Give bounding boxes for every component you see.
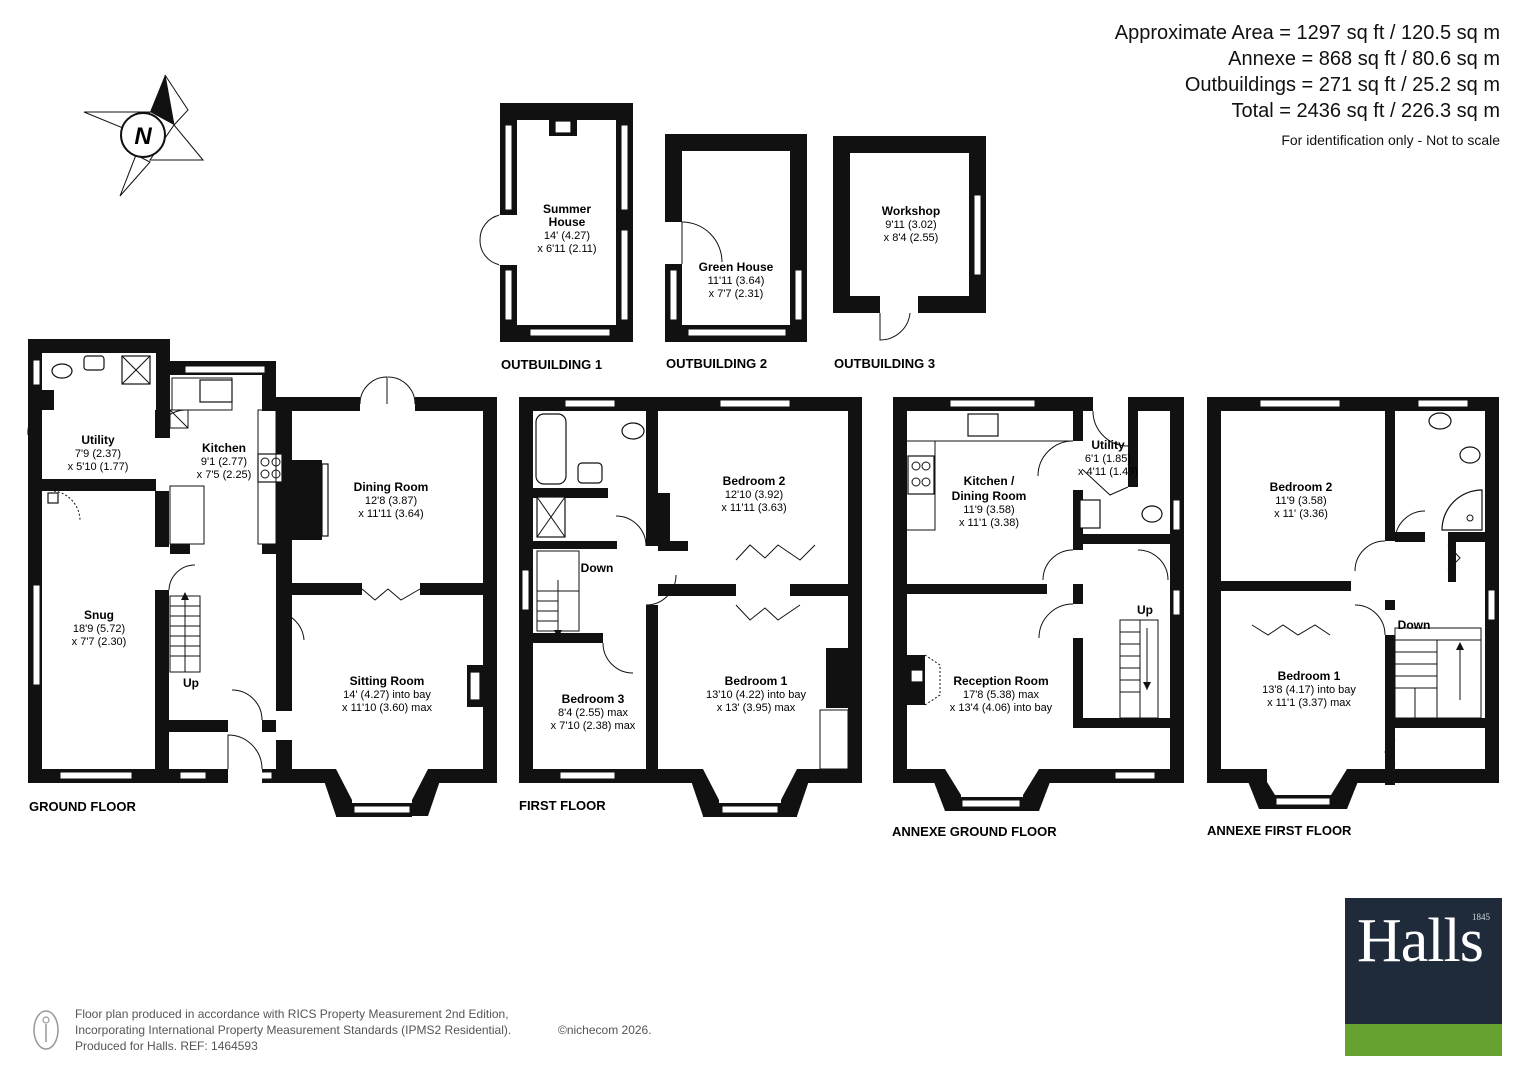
bedroom-2-dim-2: x 11'11 (3.63) (721, 502, 786, 514)
annexe-bedroom-2-dim-2: x 11' (3.36) (1274, 508, 1328, 520)
annexe-ground-floor (893, 397, 1184, 811)
green-house-dim-2: x 7'7 (2.31) (709, 288, 764, 300)
annexe-bedroom-2-label: Bedroom 2 (1270, 480, 1333, 494)
utility-dim-2: x 5'10 (1.77) (68, 461, 129, 473)
outbuildings-area: Outbuildings = 271 sq ft / 25.2 sq m (1184, 74, 1500, 96)
outbuilding-2 (664, 134, 807, 342)
annexe-utility-label: Utility (1091, 438, 1125, 452)
workshop-label: Workshop (882, 204, 940, 218)
ground-floor (27, 339, 497, 817)
summer-house-label: Summer (543, 202, 591, 216)
kitchen-dim-1: 9'1 (2.77) (201, 456, 247, 468)
annexe-bedroom-1-dim-2: x 11'1 (3.37) max (1267, 697, 1351, 709)
first-floor-title: FIRST FLOOR (519, 798, 606, 813)
bedroom-3-dim-2: x 7'10 (2.38) max (551, 720, 636, 732)
bedroom-1-label: Bedroom 1 (725, 674, 788, 688)
ground-floor-title: GROUND FLOOR (29, 799, 136, 814)
sitting-room-label: Sitting Room (350, 674, 425, 688)
bedroom-2-dim-1: 12'10 (3.92) (725, 489, 783, 501)
sitting-room-dim-2: x 11'10 (3.60) max (342, 702, 432, 714)
annexe-kitchen-dim-1: 11'9 (3.58) (963, 504, 1014, 516)
bedroom-1-dim-2: x 13' (3.95) max (717, 702, 796, 714)
footer-credit: ©nichecom 2026. (558, 1023, 652, 1037)
scale-note: For identification only - Not to scale (1281, 132, 1500, 148)
annexe-ground-floor-title: ANNEXE GROUND FLOOR (892, 824, 1057, 839)
kitchen-label: Kitchen (202, 441, 246, 455)
summer-house-dim-1: 14' (4.27) (544, 230, 590, 242)
green-house-label: Green House (699, 260, 774, 274)
first-stairs-down-label: Down (581, 561, 614, 575)
snug-label: Snug (84, 608, 114, 622)
outbuilding-3-title: OUTBUILDING 3 (834, 356, 935, 371)
annexe-stairs-up-label: Up (1137, 603, 1153, 617)
footer-line-1: Floor plan produced in accordance with R… (75, 1007, 509, 1021)
first-stairs (536, 550, 580, 638)
bedroom-3-dim-1: 8'4 (2.55) max (558, 707, 628, 719)
compass-icon: N (83, 74, 205, 197)
reception-room-label: Reception Room (953, 674, 1048, 688)
annexe-kitchen-dim-2: x 11'1 (3.38) (959, 517, 1019, 529)
snug-dim-2: x 7'7 (2.30) (72, 636, 127, 648)
snug-dim-1: 18'9 (5.72) (73, 623, 125, 635)
workshop-dim-1: 9'11 (3.02) (885, 219, 936, 231)
reception-room-dim-1: 17'8 (5.38) max (963, 689, 1040, 701)
annexe-bedroom-2-dim-1: 11'9 (3.58) (1275, 495, 1326, 507)
first-floor (519, 397, 862, 817)
dining-room-dim-1: 12'8 (3.87) (365, 495, 417, 507)
annexe-first-floor-title: ANNEXE FIRST FLOOR (1207, 823, 1352, 838)
annexe-area: Annexe = 868 sq ft / 80.6 sq m (1228, 48, 1500, 70)
compass-letter: N (134, 123, 152, 150)
annexe-kitchen-label: Kitchen / (964, 474, 1015, 488)
sitting-room-dim-1: 14' (4.27) into bay (343, 689, 431, 701)
bedroom-2-label: Bedroom 2 (723, 474, 786, 488)
kitchen-dim-2: x 7'5 (2.25) (197, 469, 252, 481)
dining-room-dim-2: x 11'11 (3.64) (358, 508, 423, 520)
approximate-area: Approximate Area = 1297 sq ft / 120.5 sq… (1114, 22, 1500, 44)
footer-line-2: Incorporating International Property Mea… (75, 1023, 512, 1037)
annexe-first-stairs (1394, 627, 1482, 719)
green-house-dim-1: 11'11 (3.64) (708, 275, 765, 287)
dining-room-label: Dining Room (354, 480, 429, 494)
bedroom-1-dim-1: 13'10 (4.22) into bay (706, 689, 806, 701)
outbuilding-1-title: OUTBUILDING 1 (501, 357, 602, 372)
annexe-first-floor (1207, 397, 1499, 809)
halls-logo: Halls 1845 (1345, 898, 1502, 1056)
annexe-bedroom-1-label: Bedroom 1 (1278, 669, 1341, 683)
ground-stairs (169, 592, 201, 673)
summer-house-dim-2: x 6'11 (2.11) (537, 243, 596, 255)
annexe-first-stairs-down-label: Down (1398, 618, 1431, 632)
annexe-utility-dim-2: x 4'11 (1.49) (1078, 466, 1138, 478)
outbuilding-2-title: OUTBUILDING 2 (666, 356, 767, 371)
logo-wordmark: Halls (1357, 907, 1484, 975)
ground-stairs-up-label: Up (183, 676, 199, 690)
summer-house-label-2: House (549, 215, 586, 229)
utility-dim-1: 7'9 (2.37) (75, 448, 121, 460)
annexe-utility-dim-1: 6'1 (1.85) (1085, 453, 1131, 465)
outbuilding-3 (833, 136, 986, 341)
workshop-dim-2: x 8'4 (2.55) (884, 232, 939, 244)
annexe-kitchen-label-2: Dining Room (952, 489, 1027, 503)
footer-line-3: Produced for Halls. REF: 1464593 (75, 1039, 258, 1053)
person-icon (33, 1010, 59, 1050)
logo-year: 1845 (1472, 912, 1490, 922)
outbuilding-1 (479, 103, 633, 342)
logo-green-band (1345, 1024, 1502, 1056)
annexe-bedroom-1-dim-1: 13'8 (4.17) into bay (1262, 684, 1356, 696)
reception-room-dim-2: x 13'4 (4.06) into bay (950, 702, 1053, 714)
annexe-stairs (1119, 619, 1159, 719)
bedroom-3-label: Bedroom 3 (562, 692, 625, 706)
utility-label: Utility (81, 433, 115, 447)
total-area: Total = 2436 sq ft / 226.3 sq m (1231, 100, 1501, 122)
